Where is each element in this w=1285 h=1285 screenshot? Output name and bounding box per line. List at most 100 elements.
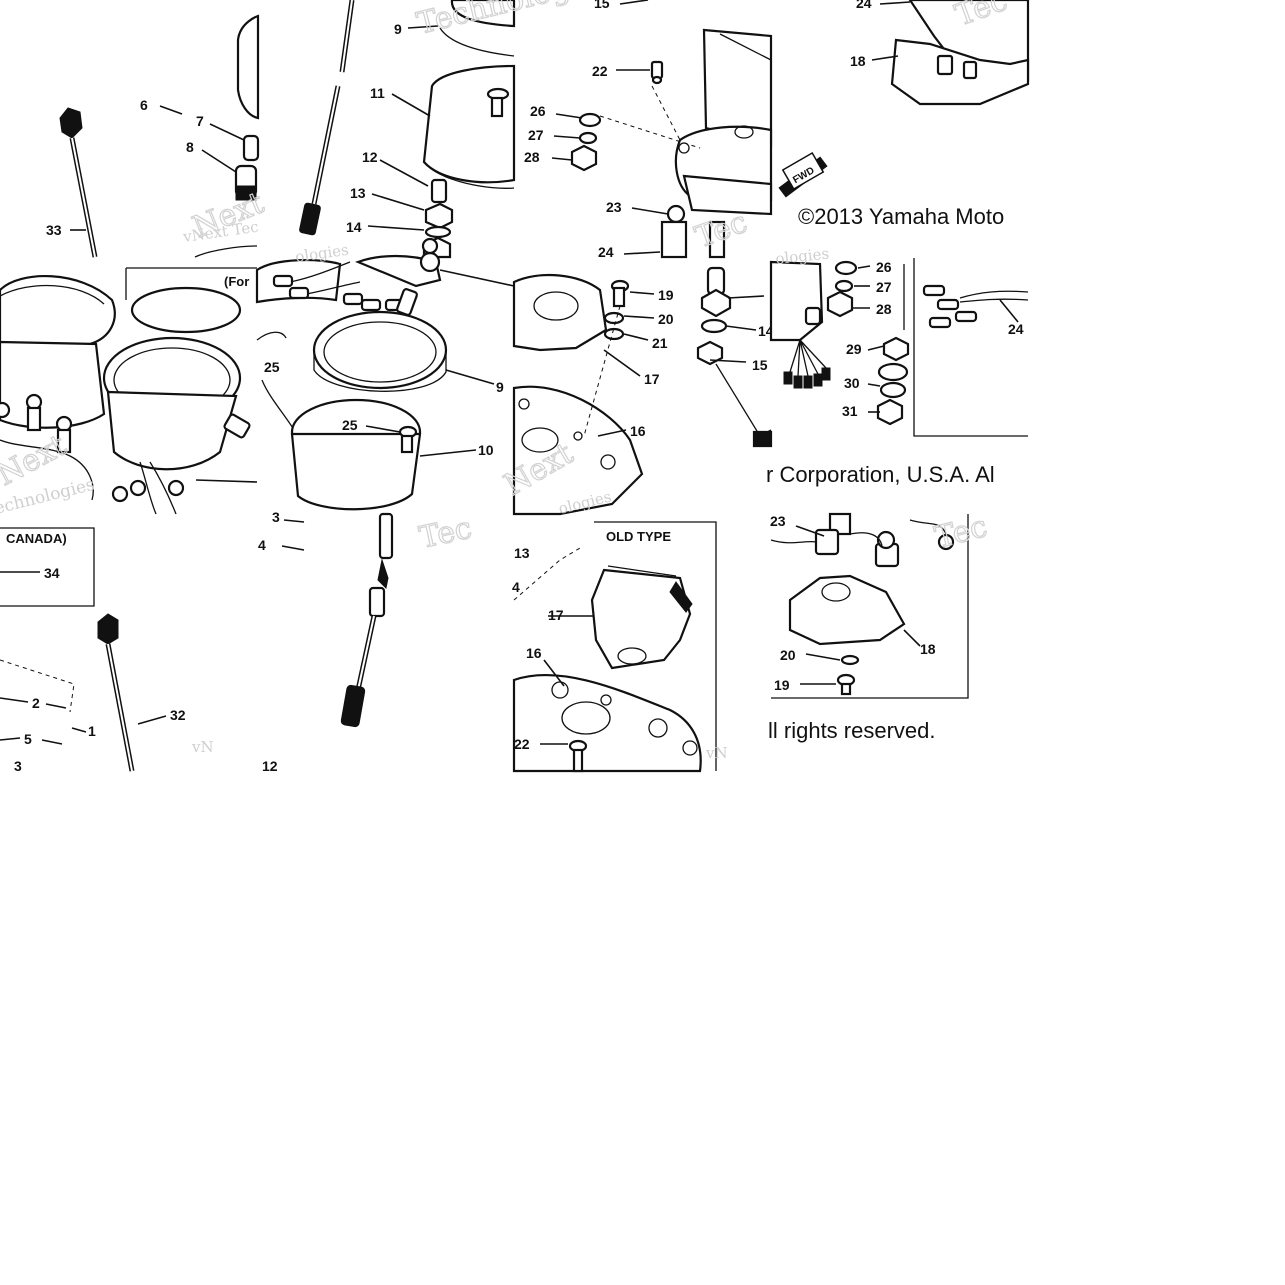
part-label-15: 15 <box>594 0 610 11</box>
meter-bracket-icon <box>890 0 1030 106</box>
part-label-4b: 4 <box>512 579 520 595</box>
tachometer-gauge-icon <box>290 398 422 511</box>
part-label-28: 28 <box>524 149 540 165</box>
part-label-3: 3 <box>14 758 22 774</box>
part-label-9b: 9 <box>496 379 504 395</box>
wire-harness-icon <box>0 439 177 515</box>
tile-upper-center: 9 11 12 13 14 Technologies <box>299 0 615 259</box>
meter-cable-icon <box>340 512 394 728</box>
tile-middle-right-center: 19 20 21 17 16 14 15 Next ologies <box>498 266 774 518</box>
part-label-27: 27 <box>528 127 544 143</box>
wire-harness-icon <box>272 237 442 316</box>
part-label-34: 34 <box>44 565 60 581</box>
tachometer-gauge-icon <box>102 336 251 471</box>
tile-lower-center: 4 3 12 Tec <box>258 509 475 774</box>
tile-lower-left: CANADA) 34 2 1 5 3 32 vN <box>0 527 214 774</box>
part-label-26b: 26 <box>876 259 892 275</box>
speedometer-gauge-icon <box>422 64 516 189</box>
part-label-2: 2 <box>32 695 40 711</box>
canada-box-label: CANADA) <box>6 531 67 546</box>
fwd-arrow-icon: FWD <box>778 151 828 198</box>
part-label-11: 11 <box>370 85 385 101</box>
part-label-19: 19 <box>658 287 674 303</box>
old-type-box-label: OLD TYPE <box>606 529 671 544</box>
speedometer-gauge-icon <box>312 310 448 392</box>
watermark-ologies: ologies <box>294 241 350 266</box>
part-label-16: 16 <box>630 423 646 439</box>
tachometer-gauge-icon <box>236 14 260 120</box>
watermark-vn: vN <box>191 738 214 756</box>
washer-icon <box>603 311 625 341</box>
part-label-26: 26 <box>530 103 546 119</box>
part-label-7: 7 <box>196 113 204 129</box>
part-label-15b: 15 <box>752 357 768 373</box>
bolt-icon <box>610 279 630 308</box>
meter-cable-icon <box>97 613 135 772</box>
part-label-4: 4 <box>258 537 266 553</box>
part-label-10: 10 <box>478 442 494 458</box>
tile-upper-right-center: 15 <box>524 0 773 260</box>
copyright-line-3: ll rights reserved. <box>768 718 936 743</box>
wire-harness-icon <box>783 284 1029 389</box>
speedometer-gauge-icon <box>0 275 116 429</box>
washer-icon <box>840 654 860 666</box>
part-label-20: 20 <box>658 311 674 327</box>
tile-middle-center: 25 9 25 10 ologies <box>255 237 515 511</box>
part-label-12: 12 <box>362 149 378 165</box>
tile-middle-left: (For Next echnologies <box>0 267 258 519</box>
part-label-21: 21 <box>652 335 668 351</box>
part-label-31: 31 <box>842 403 858 419</box>
part-label-23: 23 <box>606 199 622 215</box>
part-label-32: 32 <box>170 707 186 723</box>
part-label-13b: 13 <box>514 545 530 561</box>
bolt-icon <box>486 87 510 118</box>
copyright-line-1: ©2013 Yamaha Moto <box>798 204 1004 229</box>
washer-icon <box>826 260 910 426</box>
part-label-3b: 3 <box>272 509 280 525</box>
part-label-1: 1 <box>88 723 96 739</box>
part-label-17: 17 <box>644 371 660 387</box>
part-label-29: 29 <box>846 341 862 357</box>
part-label-30: 30 <box>844 375 860 391</box>
tile-upper-left: 6 7 8 33 vNext Tec Next <box>46 14 269 258</box>
tile-upper-right: 24 18 FWD ©2013 Yamaha Moto Tec <box>778 0 1030 229</box>
watermark-tec-3: Tec <box>416 511 474 556</box>
part-label-19b: 19 <box>774 677 790 693</box>
for-box-label: (For <box>224 274 249 289</box>
tile-middle-right: 26 27 28 29 30 31 24 ologies r Corporati… <box>766 244 1029 487</box>
meter-cable-icon <box>299 0 355 236</box>
part-label-27b: 27 <box>876 279 892 295</box>
meter-bracket-icon <box>769 260 824 342</box>
part-label-24c: 24 <box>1008 321 1024 337</box>
part-label-13: 13 <box>350 185 366 201</box>
indicator-bulb-icon <box>660 204 726 259</box>
part-label-9: 9 <box>394 21 402 37</box>
meter-bracket-icon <box>512 565 702 773</box>
part-label-22: 22 <box>592 63 608 79</box>
part-label-22b: 22 <box>514 736 530 752</box>
indicator-bulb-icon <box>234 134 260 201</box>
washer-icon <box>570 112 602 172</box>
part-label-5: 5 <box>24 731 32 747</box>
meter-bracket-icon <box>674 28 773 216</box>
part-label-6: 6 <box>140 97 148 113</box>
part-label-28b: 28 <box>876 301 892 317</box>
watermark-vn-2: vN <box>705 744 728 762</box>
tile-lower-right: 23 20 18 19 ll rights reserved. Tec <box>768 509 991 743</box>
part-label-25b: 25 <box>342 417 358 433</box>
bolt-icon <box>568 739 588 773</box>
indicator-bulb-icon <box>770 512 955 568</box>
part-label-12b: 12 <box>262 758 278 774</box>
part-label-18: 18 <box>850 53 866 69</box>
part-label-14: 14 <box>346 219 362 235</box>
part-label-16b: 16 <box>526 645 542 661</box>
watermark-tec-4: Tec <box>931 509 990 556</box>
meter-bracket-icon <box>788 574 906 646</box>
part-label-23b: 23 <box>770 513 786 529</box>
part-label-18b: 18 <box>920 641 936 657</box>
indicator-bulb-icon <box>0 393 185 503</box>
meter-bracket-icon <box>512 273 644 516</box>
part-label-14b: 14 <box>758 323 774 339</box>
